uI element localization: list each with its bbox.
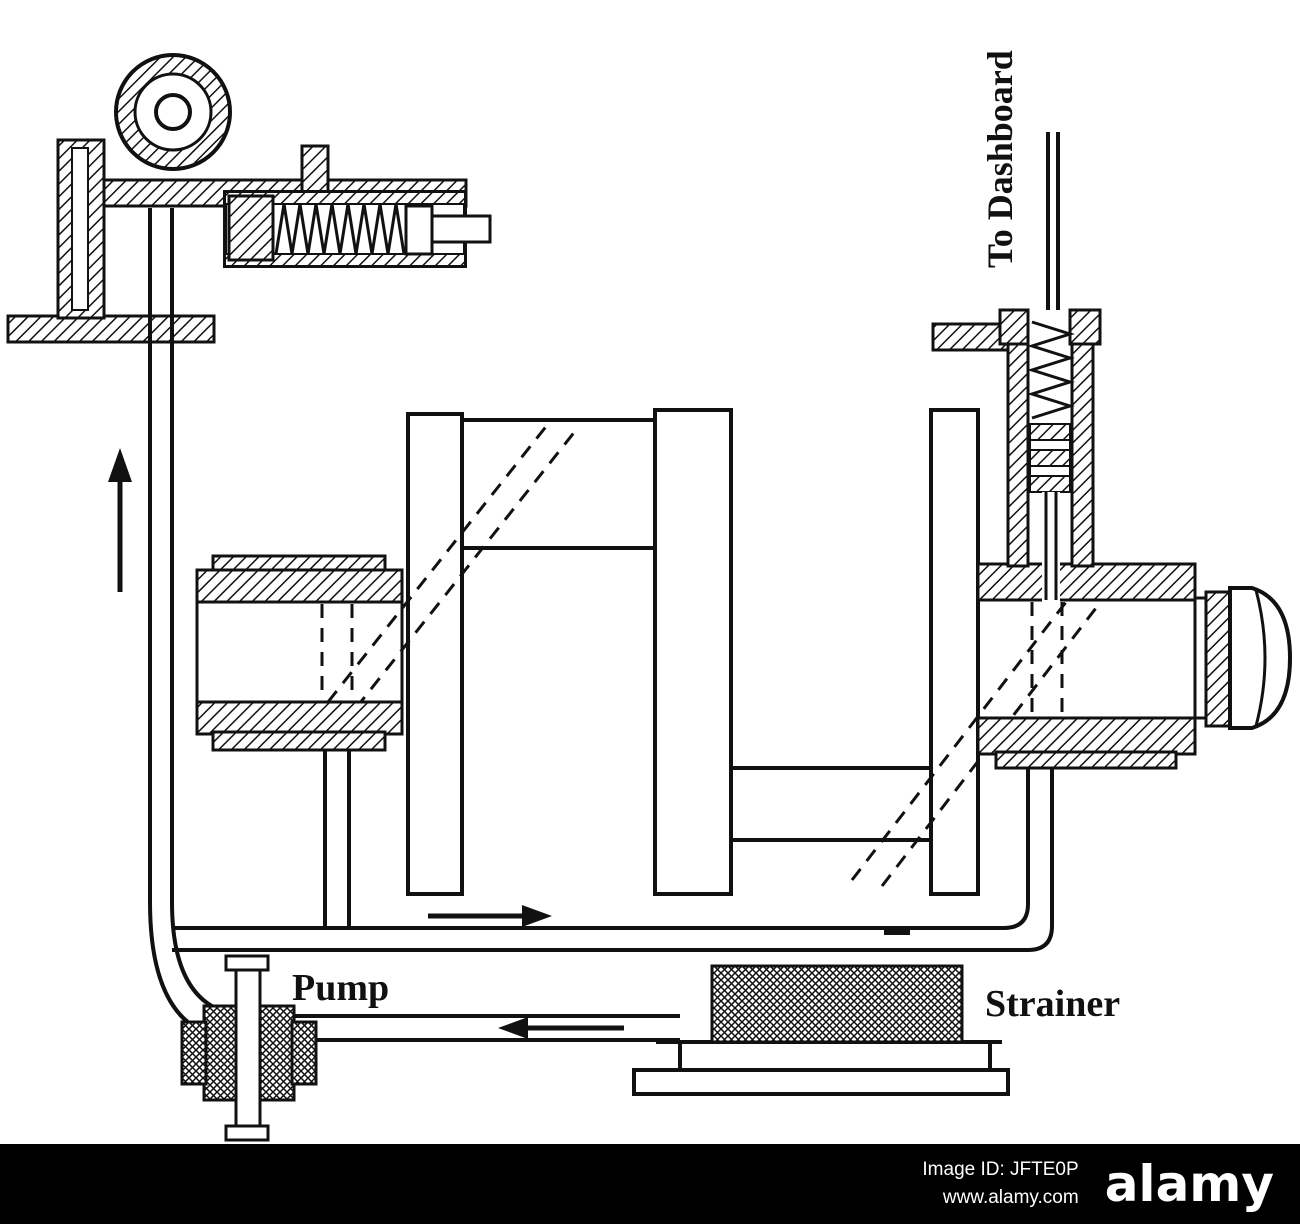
left-main-bearing — [195, 554, 404, 752]
valve-spring — [274, 203, 406, 255]
right-main-bearing — [976, 562, 1197, 770]
oil-passage-dashed-lines — [320, 423, 1098, 887]
flow-arrow-up — [108, 448, 132, 592]
relief-valve — [223, 144, 492, 268]
flow-arrow-right — [428, 905, 552, 927]
dashboard-tube — [1046, 132, 1060, 310]
crank-pin-lower — [729, 766, 933, 842]
left-bearing-drain-pipe — [323, 750, 351, 928]
footer-bar: Image ID: JFTE0P www.alamy.com alamy — [0, 1144, 1300, 1224]
flow-arrow-left — [498, 1017, 624, 1039]
strainer — [710, 964, 964, 1044]
crank-pin-upper — [460, 418, 657, 550]
pump-label: Pump — [292, 967, 389, 1009]
return-pipe — [172, 750, 1054, 952]
crank-web-left — [406, 412, 464, 896]
strainer-label: Strainer — [985, 983, 1120, 1025]
crankshaft — [195, 408, 1197, 896]
oil-pan — [632, 1040, 1010, 1096]
to-dashboard-label: To Dashboard — [980, 50, 1020, 268]
crank-web-middle — [653, 408, 733, 896]
lubrication-system-diagram: To Dashboard Pump Strainer — [6, 50, 1293, 1142]
shaft-end-coupling — [1195, 586, 1293, 730]
alamy-url-text: www.alamy.com — [942, 1187, 1079, 1208]
gauge-spring — [1027, 320, 1075, 420]
crank-web-right — [929, 408, 980, 896]
alamy-logo: alamy — [1104, 1155, 1274, 1213]
image-id-block: Image ID: JFTE0P www.alamy.com — [922, 1156, 1078, 1211]
pipe-joint — [884, 926, 910, 935]
oil-pump — [180, 954, 318, 1142]
pulley — [114, 53, 232, 171]
image-id-text: Image ID: JFTE0P — [922, 1159, 1079, 1181]
pressure-gauge-fitting — [931, 132, 1102, 602]
